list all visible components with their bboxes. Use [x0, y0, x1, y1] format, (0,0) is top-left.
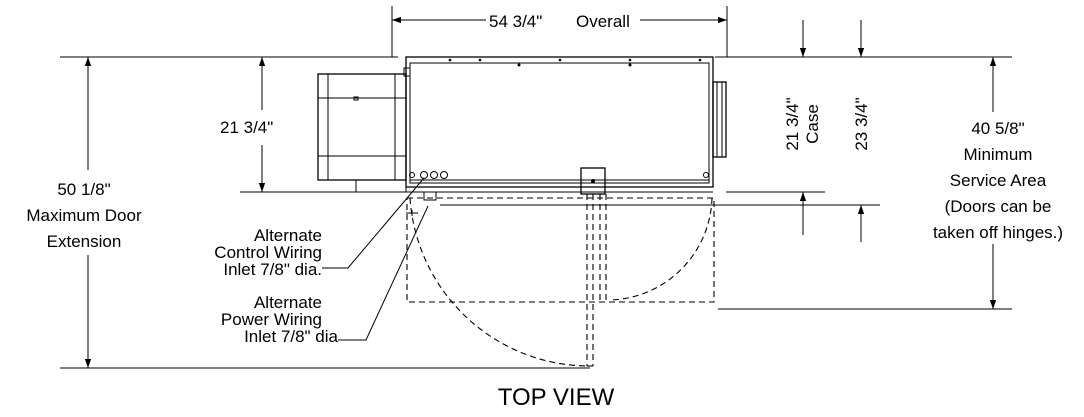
- svg-text:Control Wiring: Control Wiring: [214, 243, 322, 262]
- unit-case: [405, 56, 714, 193]
- svg-text:Alternate: Alternate: [254, 226, 322, 245]
- height-left-label: 21 3/4": [220, 118, 273, 137]
- service-area-label: 40 5/8" Minimum Service Area (Doors can …: [933, 119, 1063, 242]
- center-latch: [580, 167, 606, 195]
- door-extension-label: 50 1/8" Maximum Door Extension: [26, 180, 142, 251]
- svg-text:50 1/8": 50 1/8": [57, 180, 110, 199]
- case-dim-label: 21 3/4": [783, 97, 802, 150]
- overall-dim-label: 54 3/4": [489, 12, 542, 31]
- view-title: TOP VIEW: [498, 384, 615, 411]
- svg-text:Service Area: Service Area: [950, 171, 1047, 190]
- wiring-inlets: [409, 171, 709, 201]
- duct-collar: [712, 81, 727, 158]
- door-swing: [406, 194, 715, 367]
- svg-text:(Doors can be: (Doors can be: [945, 197, 1052, 216]
- control-wiring-note: Alternate Control Wiring Inlet 7/8" dia.: [214, 226, 322, 279]
- svg-text:Minimum: Minimum: [964, 145, 1033, 164]
- svg-text:40 5/8": 40 5/8": [971, 119, 1024, 138]
- note-leaders: [322, 177, 429, 341]
- dim-23-label: 23 3/4": [852, 97, 871, 150]
- power-wiring-note: Alternate Power Wiring Inlet 7/8" dia: [221, 293, 339, 346]
- case-word-label: Case: [803, 104, 822, 144]
- svg-text:Inlet 7/8" dia: Inlet 7/8" dia: [244, 327, 338, 346]
- extension-lines: [60, 6, 1012, 369]
- svg-text:Alternate: Alternate: [254, 293, 322, 312]
- blower-motor: [317, 67, 411, 193]
- svg-text:taken off hinges.): taken off hinges.): [933, 223, 1063, 242]
- dimension-arrows: [84, 16, 997, 368]
- svg-text:Inlet 7/8" dia.: Inlet 7/8" dia.: [223, 260, 322, 279]
- case-rivets: [448, 58, 702, 67]
- svg-text:Maximum Door: Maximum Door: [26, 206, 142, 225]
- overall-word-label: Overall: [576, 12, 630, 31]
- svg-text:Power Wiring: Power Wiring: [221, 310, 322, 329]
- svg-text:Extension: Extension: [47, 232, 122, 251]
